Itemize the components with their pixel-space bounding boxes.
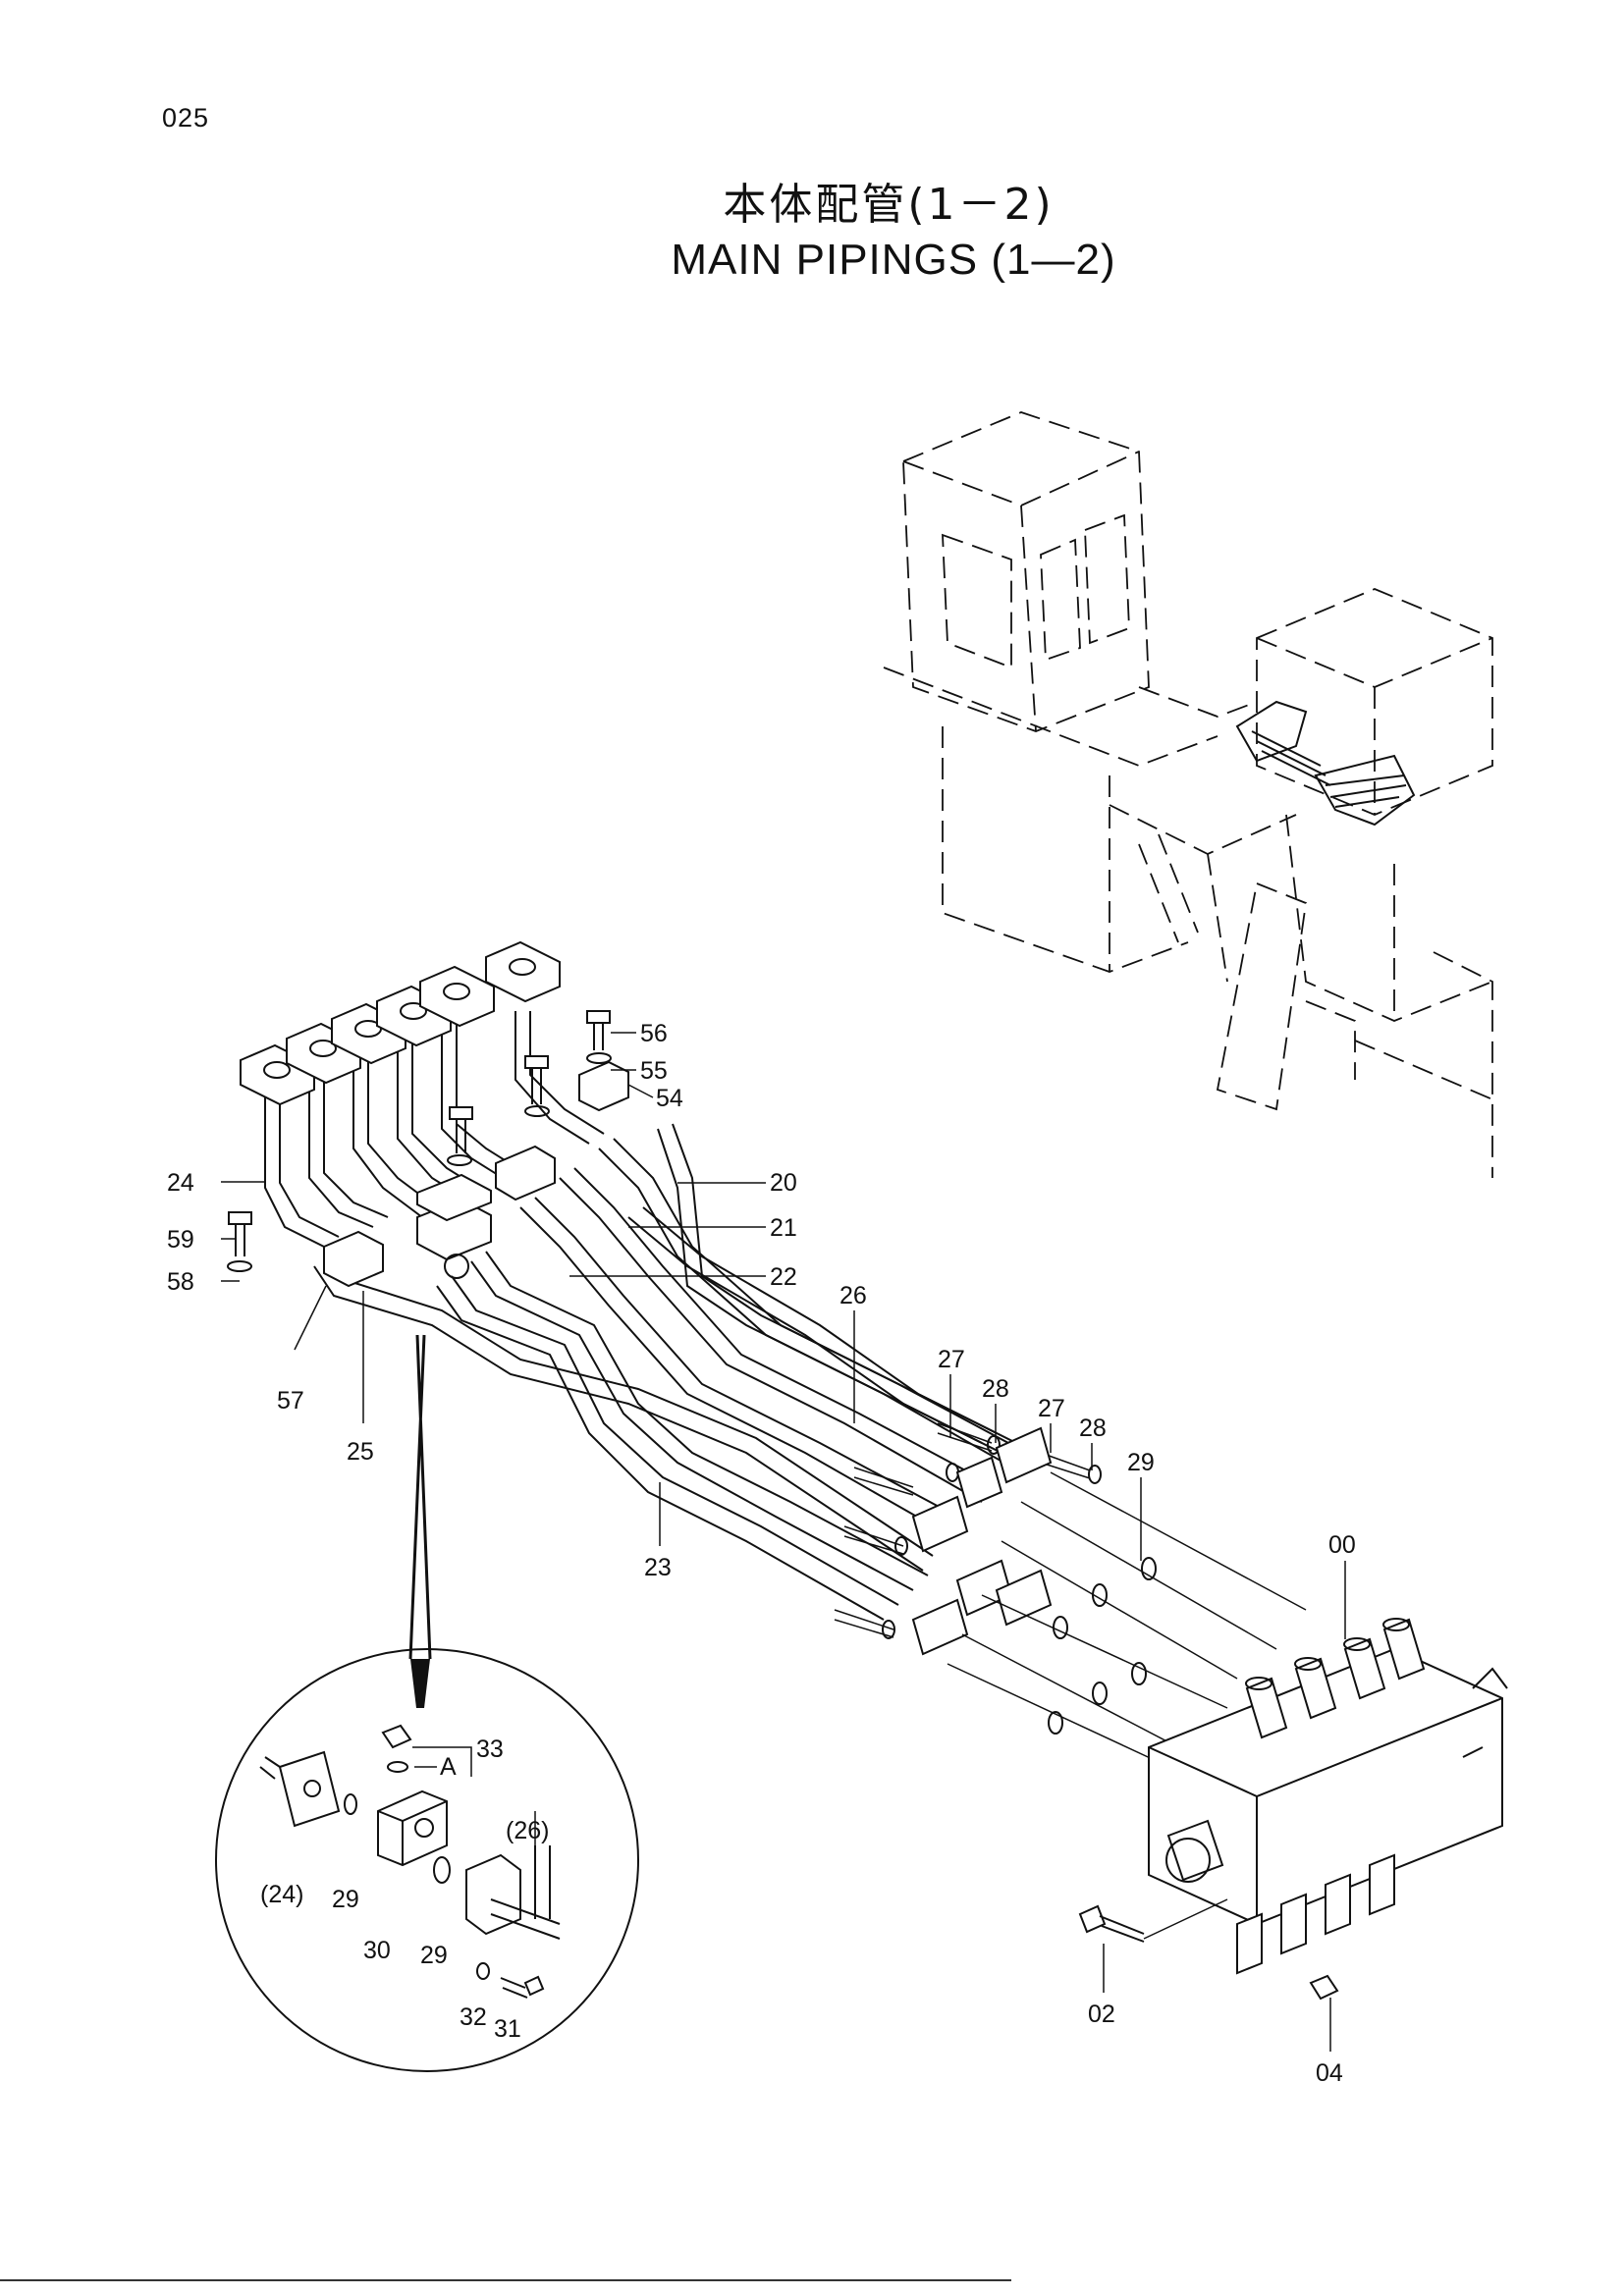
machine-valve-detail (1235, 700, 1416, 827)
bottom-rule (0, 2279, 1011, 2281)
detail-callout-26: (26) (506, 1817, 549, 1844)
clamp-bolts (227, 1010, 612, 1272)
pipe-assembly (264, 991, 1037, 1621)
callout-27-b: 27 (1038, 1395, 1065, 1422)
callout-00: 00 (1328, 1531, 1356, 1559)
page-number: 025 (162, 103, 210, 133)
callout-54: 54 (656, 1085, 683, 1112)
callout-55: 55 (640, 1057, 668, 1085)
page-title-japanese: 本体配管(1－2) (723, 180, 1055, 230)
page-title-english: MAIN PIPINGS (1—2) (671, 236, 1116, 284)
callout-02: 02 (1088, 2001, 1115, 2028)
detail-callout-31: 31 (494, 2015, 521, 2043)
assembly-guide-lines (947, 1471, 1307, 1763)
callout-04: 04 (1316, 2059, 1343, 2087)
callout-25: 25 (347, 1438, 374, 1466)
leader-lines (221, 1032, 1346, 2052)
machine-outline (883, 411, 1493, 1178)
callout-labels: 56 55 54 24 20 59 21 58 22 26 57 25 27 2… (167, 1020, 1356, 2087)
callout-29: 29 (1127, 1449, 1155, 1476)
valve-mount-hardware (1078, 1898, 1339, 2001)
callout-28-b: 28 (1079, 1415, 1107, 1442)
callout-26: 26 (839, 1282, 867, 1309)
detail-callout-29-a: 29 (332, 1886, 359, 1913)
callout-57: 57 (277, 1387, 304, 1415)
detail-callout-32: 32 (460, 2003, 487, 2031)
detail-callout-a: A (440, 1753, 457, 1781)
callout-28-a: 28 (982, 1375, 1009, 1403)
callout-21: 21 (770, 1214, 797, 1242)
control-valve (1148, 1618, 1508, 1975)
callout-20: 20 (770, 1169, 797, 1197)
callout-27-a: 27 (938, 1346, 965, 1373)
callout-56: 56 (640, 1020, 668, 1047)
detail-callout-33: 33 (476, 1735, 504, 1763)
pipe-flanges (240, 940, 561, 1106)
callout-24: 24 (167, 1169, 194, 1197)
pipe-clamps (323, 1060, 629, 1288)
callout-58: 58 (167, 1268, 194, 1296)
detail-view (215, 1334, 639, 2072)
detail-callout-30: 30 (363, 1937, 391, 1964)
detail-callout-29-b: 29 (420, 1942, 448, 1969)
callout-22: 22 (770, 1263, 797, 1291)
o-rings (1048, 1557, 1157, 1735)
callout-59: 59 (167, 1226, 194, 1254)
valve-flange-bolts (834, 1422, 1102, 1656)
callout-23: 23 (644, 1554, 672, 1581)
detail-callout-24: (24) (260, 1881, 303, 1908)
